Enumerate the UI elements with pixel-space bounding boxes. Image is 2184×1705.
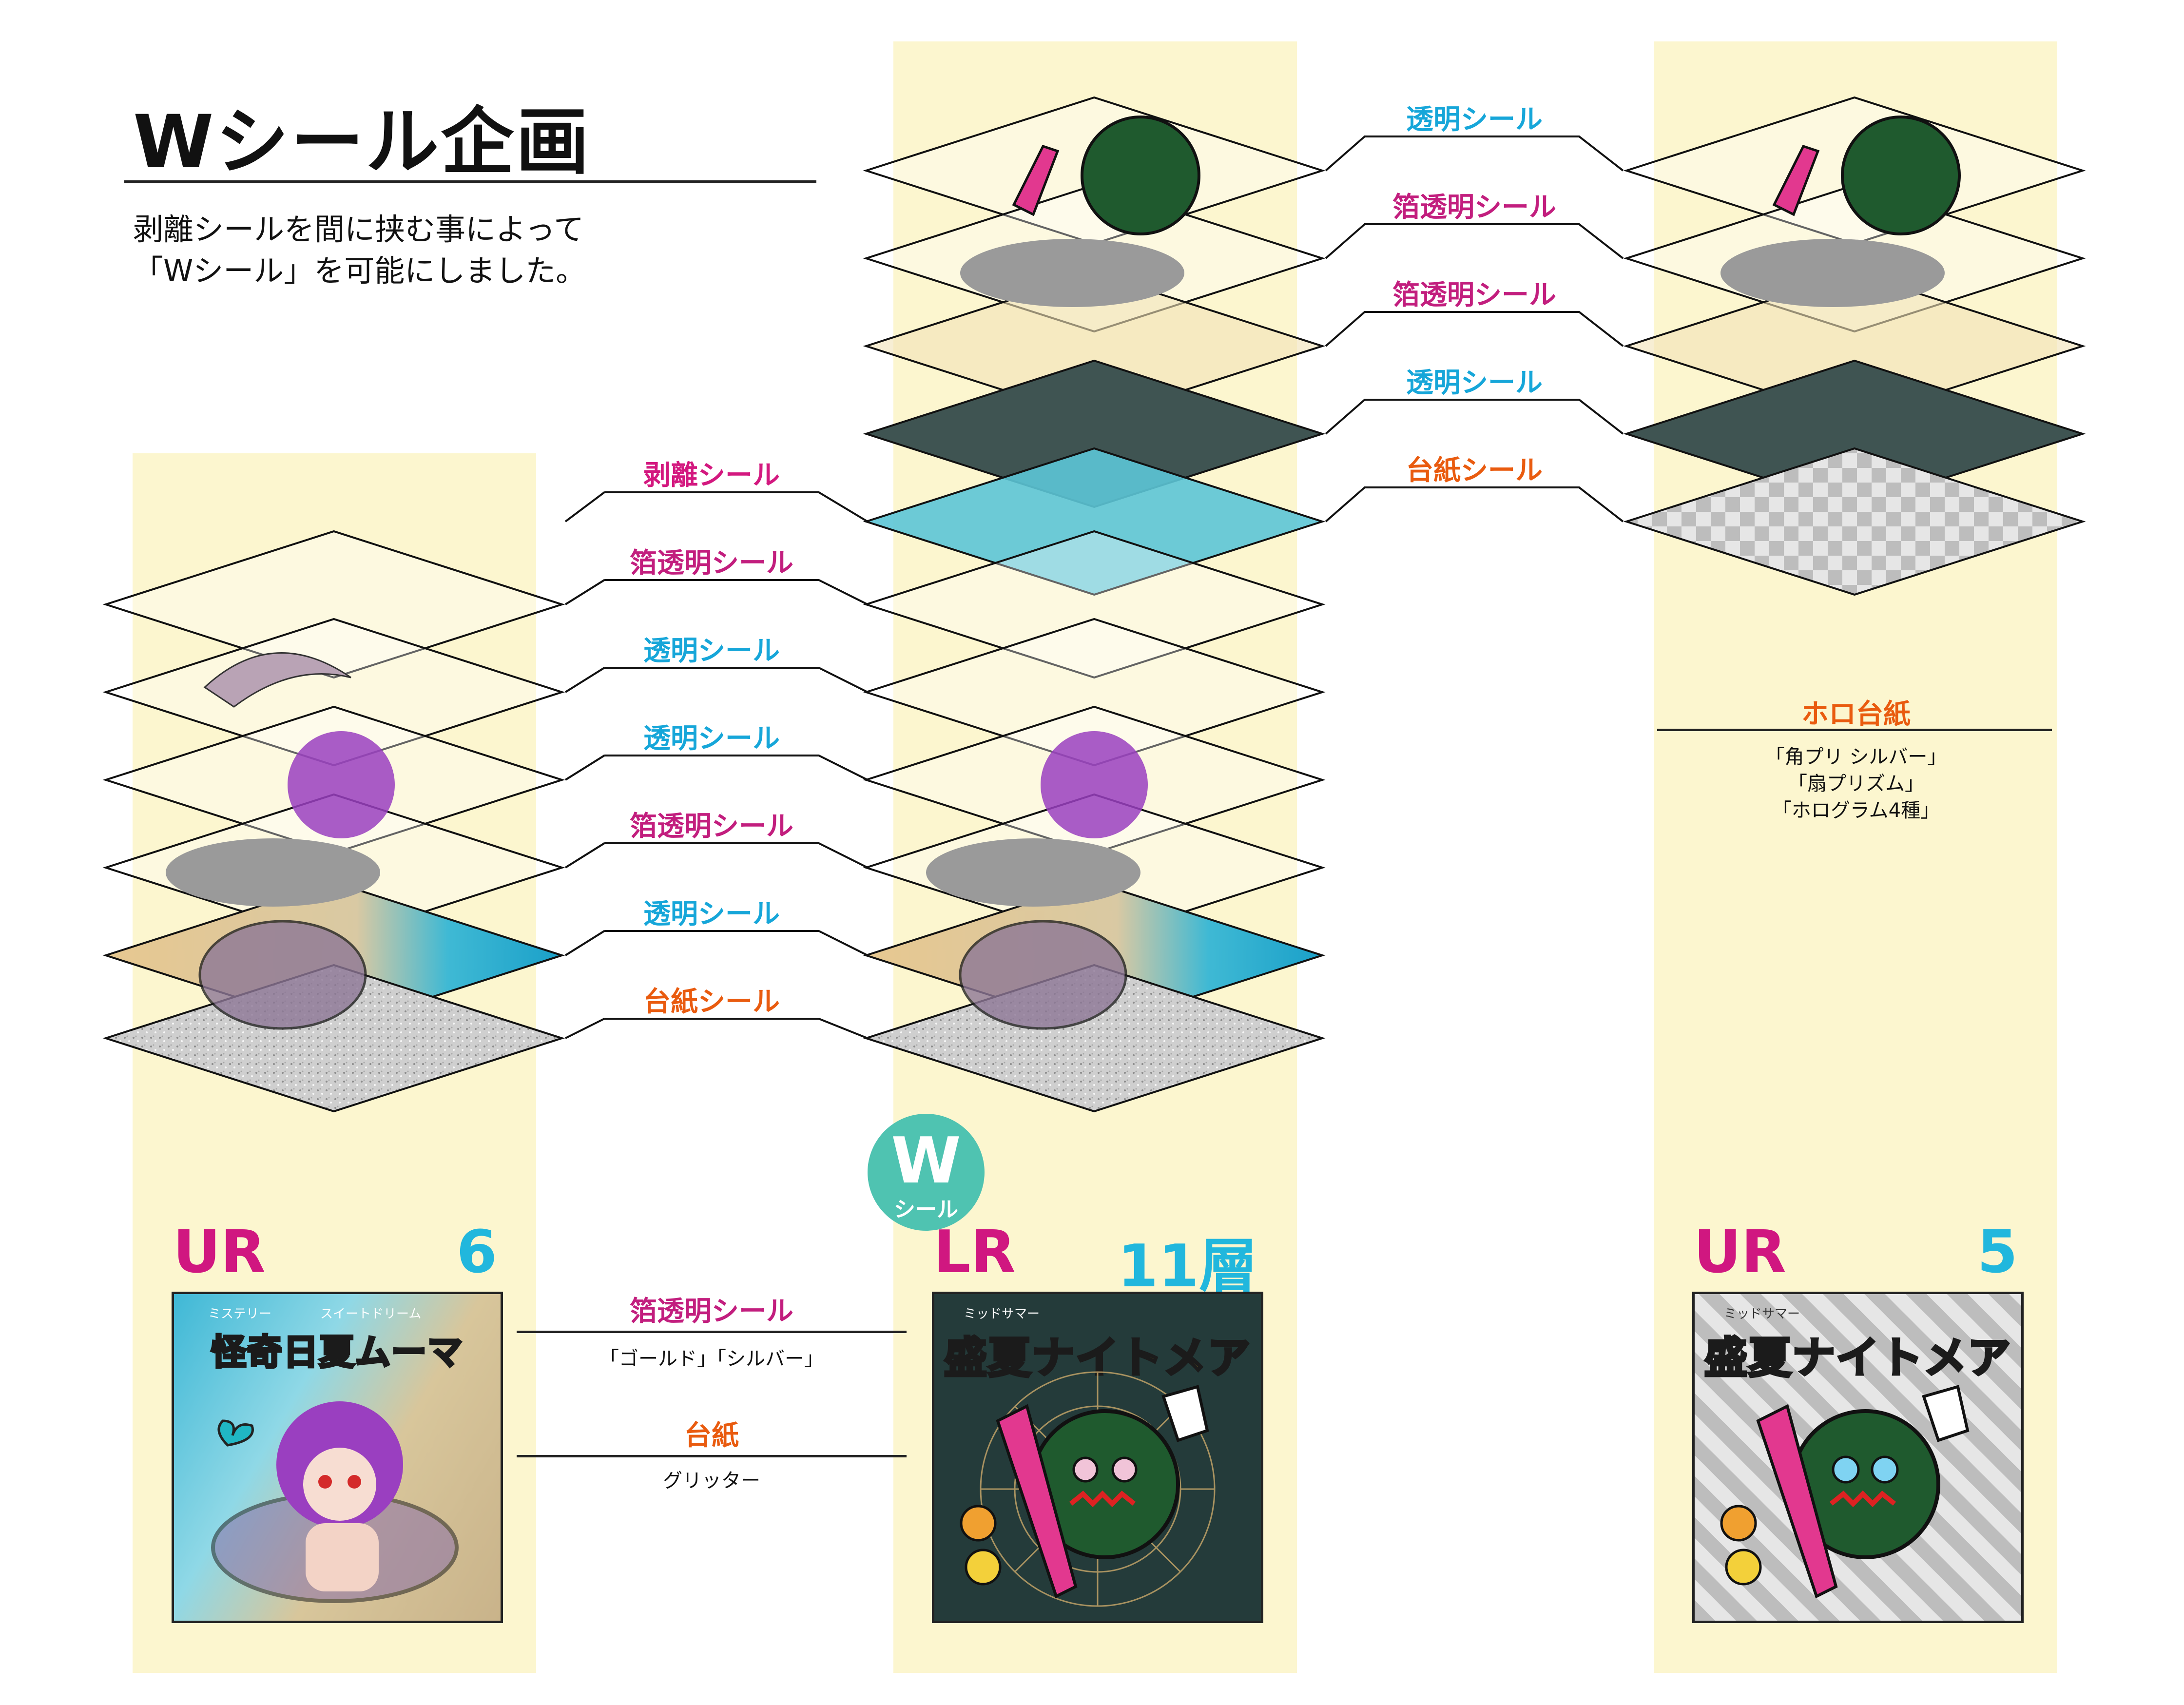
intro-line-2: 「Wシール」を可能にしました。 [133,253,586,289]
holo-divider [1657,729,2052,731]
badge-caption: シール [894,1197,958,1222]
card-subtitle-1b: スイートドリーム [320,1307,422,1321]
layer-plate [863,447,1326,596]
layer-label: 箔透明シール [1392,192,1556,223]
watermelon-illustration [960,1371,1216,1607]
layer-plate [863,530,1326,679]
layer-label: 透明シール [643,898,780,930]
leader-line [1325,136,1624,172]
foil-layer-note: 「ゴールド」「シルバー」 [599,1348,824,1370]
badge-letter: W [891,1124,961,1198]
rank-label-2: LR [933,1219,1016,1286]
leader-line [1325,223,1624,259]
leader-line [564,930,605,956]
leader-line [564,667,605,693]
umbrella-art [1012,144,1060,216]
float-ring-art [959,920,1127,1030]
layer-label: 箔透明シール [630,547,793,579]
rank-label-3: UR [1694,1219,1786,1286]
layer-label: 透明シール [643,635,780,667]
float-ring-art [198,920,367,1030]
leader-line [604,579,868,605]
layer-count-2: 11層 [1118,1233,1257,1300]
layer-plate [863,618,1326,767]
backing-rule [517,1455,907,1457]
leader-line [604,667,868,693]
leader-line [564,491,605,523]
character-art [288,731,395,838]
silhouette-art [926,838,1140,907]
watermelon-art [1841,116,1961,235]
leader-line [604,491,869,523]
stack-ur-5 [1623,96,2086,596]
leader-line [1325,399,1624,435]
leader-line [604,1018,868,1039]
leader-line [564,842,605,869]
stack-lr-11 [863,96,1326,1113]
backing-note: グリッター [663,1470,760,1492]
leader-line [564,755,605,781]
layer-label: 剥離シール [643,460,780,491]
card-title-3: 盛夏ナイトメア [1703,1332,2011,1384]
layer-label: 透明シール [1406,104,1543,136]
watermelon-art [1081,116,1200,235]
card-subtitle-2: ミッドサマー [964,1307,1040,1321]
layer-label: 透明シール [643,723,780,755]
rank-label-1: UR [173,1219,266,1286]
sticker-card-lr-11: ミッドサマー 盛夏ナイトメア [932,1292,1263,1623]
holo-option-3: 「ホログラム4種」 [1772,799,1940,822]
silhouette-art [1720,239,1945,307]
watermelon-illustration [1720,1385,1970,1599]
layer-label: 台紙シール [643,986,780,1018]
card-subtitle-3: ミッドサマー [1724,1307,1800,1321]
sticker-card-ur-6: ミステリー スイートドリーム 怪奇日夏ムーマ [172,1292,503,1623]
leader-line [604,930,868,956]
leader-line [1325,486,1624,523]
foil-layer-label: 箔透明シール [630,1296,793,1327]
umbrella-art [1772,144,1820,216]
character-illustration [211,1401,459,1603]
leader-line [564,579,605,605]
crescent-art [203,652,351,708]
leader-line [604,755,868,781]
sticker-card-ur-5: ミッドサマー 盛夏ナイトメア [1692,1292,2024,1623]
layer-plate [102,530,565,679]
intro-line-1: 剥離シールを間に挟む事によって [133,212,584,247]
w-seal-badge: W シール [868,1114,985,1231]
holo-heading: ホロ台紙 [1801,698,1911,730]
layer-label: 台紙シール [1406,455,1543,486]
card-subtitle-1a: ミステリー [208,1307,272,1321]
holo-option-2: 「扇プリズム」 [1788,773,1924,795]
card-title-1: 怪奇日夏ムーマ [210,1331,464,1374]
leader-lines [564,136,1624,1039]
holo-option-1: 「角プリ シルバー」 [1765,746,1947,768]
layer-plate [102,618,565,767]
leader-line [565,1018,605,1039]
leader-line [604,842,868,869]
layer-label: 箔透明シール [1392,279,1556,311]
layer-plate [1623,447,2086,596]
character-art [1041,731,1148,838]
foil-layer-rule [517,1331,907,1333]
backing-label: 台紙 [684,1420,739,1452]
title-divider [124,180,816,183]
stack-ur-6 [102,530,565,1113]
layer-label: 箔透明シール [630,811,793,842]
silhouette-art [960,239,1184,307]
leader-line [1325,311,1624,347]
layer-label: 透明シール [1406,367,1543,399]
page-title: Wシール企画 [133,100,591,185]
silhouette-art [166,838,380,907]
